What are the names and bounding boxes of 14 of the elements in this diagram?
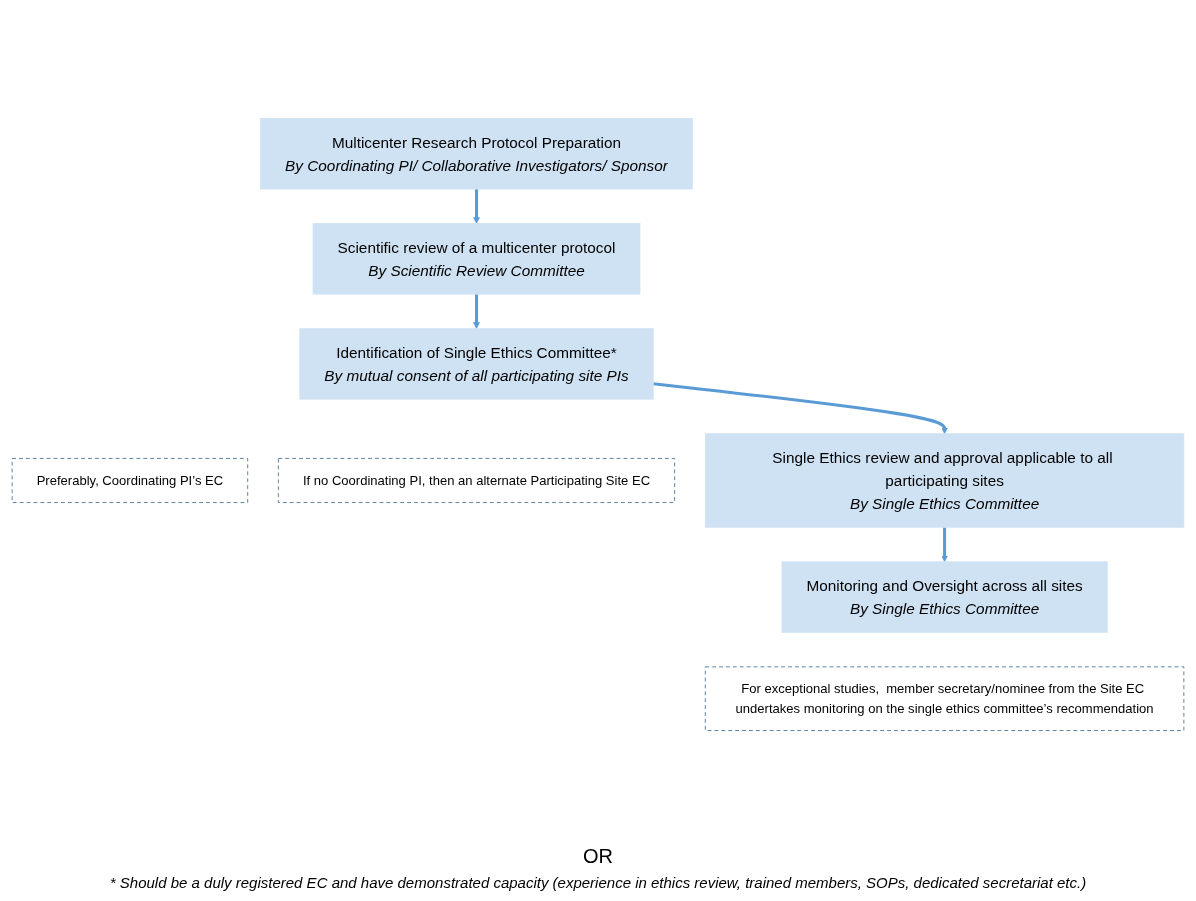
arrow <box>653 382 948 434</box>
node-box: Monitoring and Oversight across all sites By Single Ethics Committee <box>781 561 1108 633</box>
arrow <box>473 189 480 224</box>
footnote: * Should be a duly registered EC and have demonstrated capacity (experience in ethics review, trained members, SOPs, dedicated secretariat etc.) <box>109 874 1087 891</box>
or-label: OR <box>583 845 613 868</box>
node-box: Scientific review of a multicenter protocol By Scientific Review Committee <box>312 223 641 295</box>
arrow <box>473 294 480 329</box>
node-box: Single Ethics review and approval applicable to all participating sites By Single Ethics Committee <box>704 433 1185 528</box>
node-box: Identification of Single Ethics Committee* By mutual consent of all participating site PIs <box>299 328 654 400</box>
node-box: Multicenter Research Protocol Preparation By Coordinating PI/ Collaborative Investigators/ Sponsor <box>260 118 693 190</box>
arrow <box>941 527 948 563</box>
node-box: Preferably, Coordinating PI’s EC <box>11 458 249 503</box>
node-box: For exceptional studies, member secretary/nominee from the Site EC undertakes monitoring on the single ethics committee’s recommendation <box>704 666 1185 731</box>
node-box: If no Coordinating PI, then an alternate Participating Site EC <box>278 458 675 503</box>
